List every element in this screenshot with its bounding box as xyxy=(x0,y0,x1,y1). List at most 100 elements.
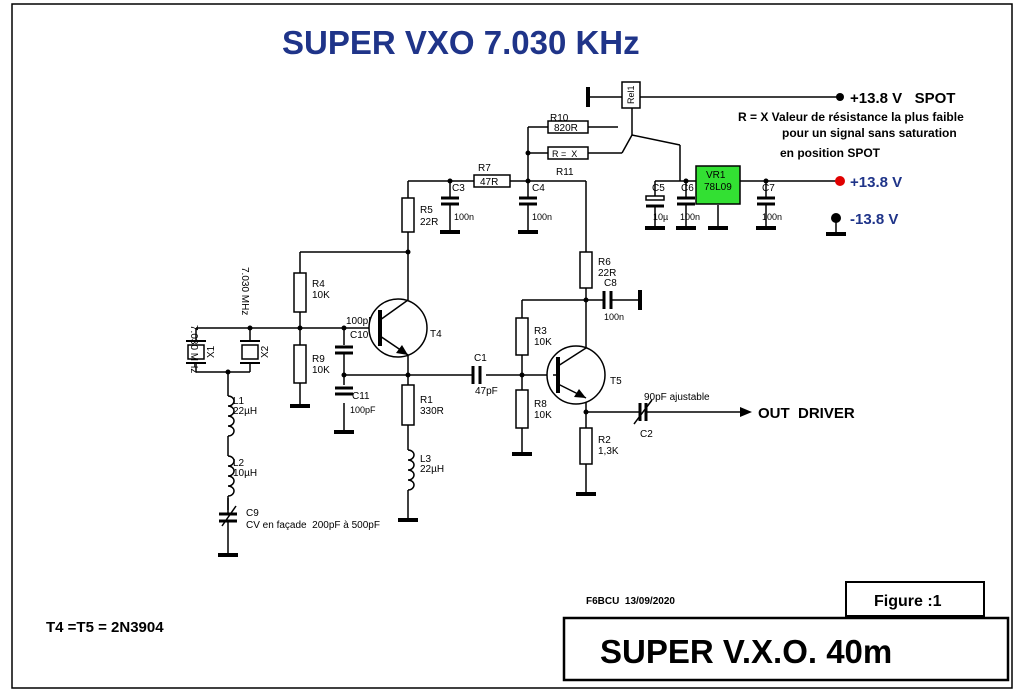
x1-ref: X1 xyxy=(206,345,217,358)
r9-ref: R9 xyxy=(312,354,325,365)
x2-frequency: 7.030 MHz xyxy=(239,267,250,315)
c1-ref: C1 xyxy=(474,353,487,364)
transistor-note: T4 =T5 = 2N3904 xyxy=(46,619,164,636)
crystal-x1 xyxy=(186,340,206,364)
c6-ref: C6 xyxy=(681,183,694,194)
r7-resistor xyxy=(473,174,511,188)
l3-inductor xyxy=(407,449,415,491)
r3-ref: R3 xyxy=(534,326,547,337)
r11-ref: R11 xyxy=(556,167,574,178)
c5-capacitor xyxy=(645,195,665,201)
r11-value: R = X xyxy=(552,149,577,159)
spot-terminal xyxy=(836,93,844,101)
r7-ref: R7 xyxy=(478,163,491,174)
crystal-x2 xyxy=(240,340,260,364)
x2-ref: X2 xyxy=(260,345,271,358)
r10-resistor xyxy=(547,120,589,134)
x1-frequency: 7.030 MHz xyxy=(188,325,199,373)
negative-supply-label: -13.8 V xyxy=(850,211,898,228)
c9-ref: C9 xyxy=(246,508,259,519)
l1-value: 22µH xyxy=(233,406,257,417)
c4-ref: C4 xyxy=(532,183,545,194)
r5-resistor xyxy=(401,197,415,233)
positive-terminal xyxy=(835,176,845,186)
c4-value: 100n xyxy=(532,212,552,222)
r6-value: 22R xyxy=(598,268,616,279)
r9-value: 10K xyxy=(312,365,330,376)
r5-value: 22R xyxy=(420,217,438,228)
r8-ref: R8 xyxy=(534,399,547,410)
l1-ref: L1 xyxy=(233,396,245,407)
output-arrow xyxy=(740,407,752,417)
r11-resistor xyxy=(547,146,589,160)
figure-number: Figure :1 xyxy=(874,593,942,610)
r4-ref: R4 xyxy=(312,279,325,290)
t5-label: T5 xyxy=(610,376,622,387)
l3-ref: L3 xyxy=(420,454,432,465)
c3-value: 100n xyxy=(454,212,474,222)
c9-value: CV en façade 200pF à 500pF xyxy=(246,520,380,531)
c11-value: 100pF xyxy=(350,405,376,415)
l3-value: 22µH xyxy=(420,464,444,475)
relay-rel1 xyxy=(621,81,641,109)
c2-trimmer-capacitor xyxy=(633,399,660,425)
c8-value: 100n xyxy=(604,312,624,322)
c11-ref: C11 xyxy=(352,391,370,402)
wires xyxy=(195,96,838,553)
positive-supply-label: +13.8 V xyxy=(850,174,902,191)
relay-label: Rel1 xyxy=(626,85,636,104)
r7-value: 47R xyxy=(480,177,498,188)
r2-ref: R2 xyxy=(598,435,611,446)
c6-value: 100n xyxy=(680,212,700,222)
caption-box xyxy=(562,616,1010,682)
ground-symbols xyxy=(218,87,846,557)
sheet-frame xyxy=(11,3,1013,689)
r3-value: 10K xyxy=(534,337,552,348)
note-line-3: en position SPOT xyxy=(780,146,881,160)
c2-value: 90pF ajustable xyxy=(644,392,710,403)
c5-value: 10µ xyxy=(653,212,668,222)
vr1-regulator xyxy=(695,165,741,205)
r8-resistor xyxy=(515,389,529,429)
r6-ref: R6 xyxy=(598,257,611,268)
r8-value: 10K xyxy=(534,410,552,421)
l2-inductor xyxy=(227,455,235,497)
figure-number-box xyxy=(845,581,985,617)
diagram-title: SUPER VXO 7.030 KHz xyxy=(282,24,640,61)
t4-transistor xyxy=(368,298,428,358)
l2-value: 10µH xyxy=(233,468,257,479)
r5-ref: R5 xyxy=(420,205,433,216)
c3-ref: C3 xyxy=(452,183,465,194)
r6-resistor xyxy=(579,251,593,289)
c5-ref: C5 xyxy=(652,183,665,194)
c2-ref: C2 xyxy=(640,429,653,440)
t5-transistor xyxy=(546,345,606,405)
r4-resistor xyxy=(293,272,307,313)
c7-ref: C7 xyxy=(762,183,775,194)
c8-ref: C8 xyxy=(604,278,617,289)
c1-value: 47pF xyxy=(475,386,498,397)
t4-label: T4 xyxy=(430,329,442,340)
author-date: F6BCU 13/09/2020 xyxy=(586,596,675,607)
r1-ref: R1 xyxy=(420,395,433,406)
note-line-2: pour un signal sans saturation xyxy=(782,126,957,140)
capacitor-plates xyxy=(219,196,775,523)
vr1-ref: VR1 xyxy=(706,170,726,181)
r3-resistor xyxy=(515,317,529,356)
c7-value: 100n xyxy=(762,212,782,222)
vr1-value: 78L09 xyxy=(704,182,732,193)
c10-value: 100pF xyxy=(346,316,374,327)
output-label: OUT DRIVER xyxy=(758,405,855,422)
junction-dots xyxy=(225,150,769,415)
r10-ref: R10 xyxy=(550,113,569,124)
l2-ref: L2 xyxy=(233,458,245,469)
l1-inductor xyxy=(227,395,235,437)
r10-value: 820R xyxy=(554,123,578,134)
r2-resistor xyxy=(579,427,593,465)
caption: SUPER V.X.O. 40m xyxy=(600,633,892,670)
r1-resistor xyxy=(401,384,415,426)
r9-resistor xyxy=(293,344,307,384)
spot-supply-label: +13.8 V SPOT xyxy=(850,90,955,107)
note-line-1: R = X Valeur de résistance la plus faibl… xyxy=(738,110,964,124)
